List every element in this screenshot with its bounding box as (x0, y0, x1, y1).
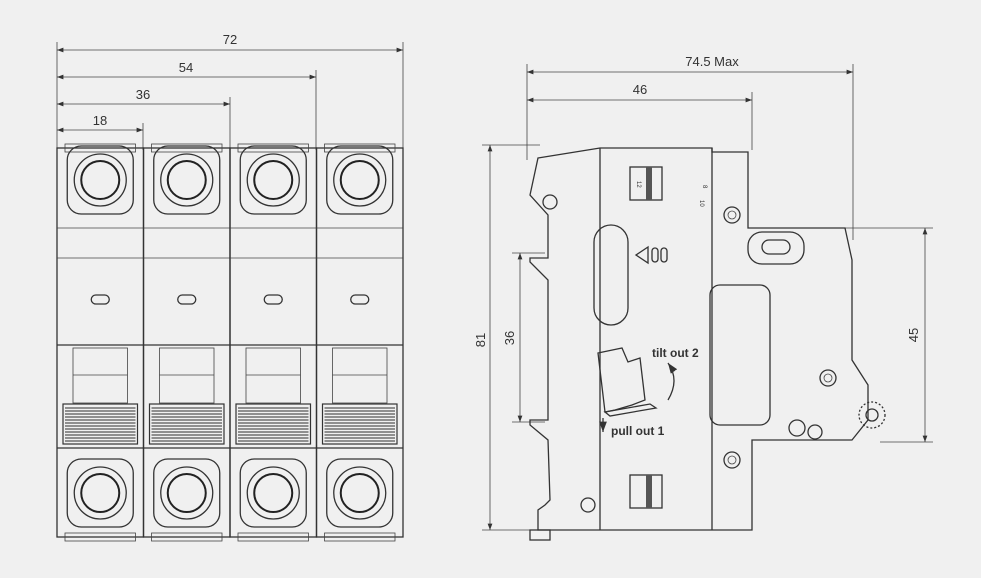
pole-top-cap (64, 143, 136, 153)
indicator-window (90, 294, 110, 305)
terminal-housing (326, 145, 394, 215)
front-view-poles (56, 143, 404, 542)
dim-81: 81 (473, 333, 488, 347)
terminal-screw-outer (160, 153, 214, 207)
grip-area (235, 403, 312, 445)
terminal-label-12-top: 12 (635, 181, 641, 188)
terminal-screw-outer (333, 153, 387, 207)
terminal-screw-icon (80, 160, 121, 200)
terminal-screw-icon (166, 473, 207, 513)
terminal-housing (153, 458, 221, 528)
pole-top-cap (237, 143, 309, 153)
pole-bottom-cap (151, 532, 223, 542)
dim-36-rail: 36 (502, 331, 517, 345)
terminal-screw-outer (160, 466, 214, 520)
terminal-screw-icon (339, 160, 380, 200)
dim-54: 54 (179, 60, 193, 75)
pole-bottom-cap (64, 532, 136, 542)
dim-74-5-max: 74.5 Max (685, 54, 739, 69)
indicator-window (350, 294, 370, 305)
dim-46: 46 (633, 82, 647, 97)
terminal-label-8-top: 8 (701, 185, 707, 189)
terminal-housing (239, 145, 307, 215)
dim-45: 45 (906, 328, 921, 342)
terminal-screw-icon (339, 473, 380, 513)
pole-bottom-cap (237, 532, 309, 542)
terminal-housing (326, 458, 394, 528)
toggle-slot (245, 347, 301, 404)
toggle-slot (159, 347, 215, 404)
terminal-housing (239, 458, 307, 528)
terminal-screw-outer (246, 153, 300, 207)
terminal-screw-icon (80, 473, 121, 513)
terminal-label-10-top: 10 (698, 200, 704, 207)
terminal-screw-icon (166, 160, 207, 200)
grip-area (148, 403, 225, 445)
front-dimensions: 72 54 36 18 (56, 32, 404, 150)
terminal-screw-outer (246, 466, 300, 520)
terminal-housing (66, 145, 134, 215)
indicator-window (263, 294, 283, 305)
pole-top-cap (151, 143, 223, 153)
terminal-housing (153, 145, 221, 215)
tilt-out-label: tilt out 2 (652, 346, 699, 360)
grip-area (321, 403, 398, 445)
terminal-housing (66, 458, 134, 528)
pole-body (315, 147, 404, 538)
toggle-slot (332, 347, 388, 404)
grip-area (62, 403, 139, 445)
terminal-screw-outer (73, 466, 127, 520)
terminal-screw-outer (73, 153, 127, 207)
terminal-screw-icon (253, 473, 294, 513)
pull-out-label: pull out 1 (611, 424, 665, 438)
side-view: 74.5 Max 46 81 36 45 (473, 54, 933, 541)
pole-bottom-cap (324, 532, 396, 542)
indicator-window (177, 294, 197, 305)
dim-18: 18 (93, 113, 107, 128)
dim-72: 72 (223, 32, 237, 47)
terminal-screw-icon (253, 160, 294, 200)
dim-36: 36 (136, 87, 150, 102)
toggle-slot (72, 347, 128, 404)
pole-top-cap (324, 143, 396, 153)
terminal-screw-outer (333, 466, 387, 520)
